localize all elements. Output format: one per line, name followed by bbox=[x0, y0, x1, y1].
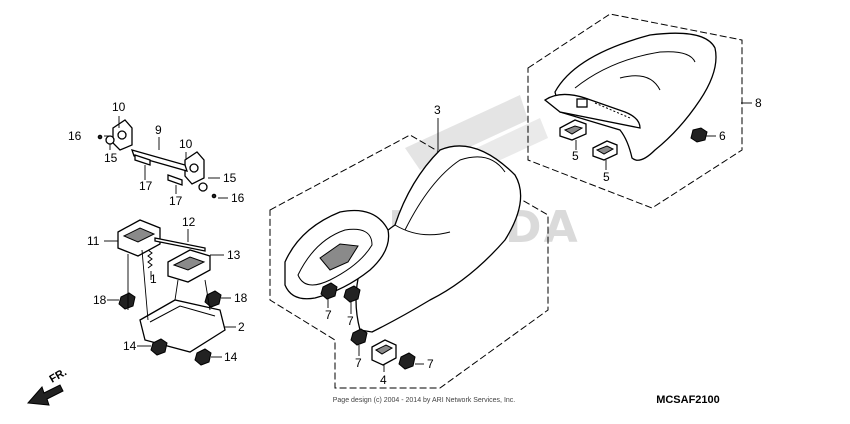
callout-15a: 15 bbox=[104, 151, 118, 165]
callout-14b: 14 bbox=[224, 350, 238, 364]
callout-5b: 5 bbox=[603, 170, 610, 184]
rear-seat bbox=[543, 32, 717, 161]
nut-part-7-b bbox=[343, 285, 361, 303]
callout-7b: 7 bbox=[347, 314, 354, 328]
diagram-code: MCSAF2100 bbox=[656, 394, 720, 406]
leader-lines bbox=[104, 102, 752, 372]
callout-17b: 17 bbox=[169, 194, 183, 208]
callout-10a: 10 bbox=[112, 100, 126, 114]
callout-13: 13 bbox=[227, 248, 241, 262]
callout-labels: 1 2 3 4 5 5 6 7 7 7 7 8 9 10 10 11 12 13… bbox=[68, 96, 762, 387]
callout-3: 3 bbox=[434, 103, 441, 117]
callout-18b: 18 bbox=[234, 291, 248, 305]
callout-18a: 18 bbox=[93, 293, 107, 307]
callout-11: 11 bbox=[87, 234, 100, 248]
callout-15b: 15 bbox=[223, 171, 237, 185]
callout-4: 4 bbox=[380, 373, 387, 387]
latch-assembly bbox=[97, 119, 226, 366]
callout-14a: 14 bbox=[123, 339, 137, 353]
direction-arrow-icon bbox=[26, 384, 64, 406]
callout-6: 6 bbox=[719, 129, 726, 143]
callout-7a: 7 bbox=[325, 308, 332, 322]
callout-7d: 7 bbox=[427, 357, 434, 371]
nut-part-6 bbox=[690, 127, 708, 143]
nut-part-7-d bbox=[398, 352, 416, 370]
callout-17a: 17 bbox=[139, 179, 153, 193]
copyright-notice: Page design (c) 2004 - 2014 by ARI Netwo… bbox=[333, 397, 516, 404]
callout-7c: 7 bbox=[355, 356, 362, 370]
bracket-part-4 bbox=[371, 339, 397, 366]
callout-9: 9 bbox=[155, 123, 162, 137]
direction-label: FR. bbox=[48, 366, 69, 385]
nut-part-7-c bbox=[350, 328, 368, 346]
callout-10b: 10 bbox=[179, 137, 193, 151]
front-direction-arrow: FR. bbox=[26, 366, 69, 406]
callout-12: 12 bbox=[182, 215, 196, 229]
callout-16a: 16 bbox=[68, 129, 82, 143]
callout-8: 8 bbox=[755, 96, 762, 110]
clip-part-5-lower bbox=[592, 140, 618, 161]
clip-part-5-upper bbox=[559, 119, 587, 141]
callout-5a: 5 bbox=[572, 149, 579, 163]
nut-part-7-a bbox=[320, 282, 338, 300]
rear-seat-group-outline bbox=[527, 13, 743, 209]
front-seat bbox=[284, 145, 522, 333]
callout-1: 1 bbox=[150, 272, 157, 286]
callout-16b: 16 bbox=[231, 191, 245, 205]
callout-2: 2 bbox=[238, 320, 245, 334]
